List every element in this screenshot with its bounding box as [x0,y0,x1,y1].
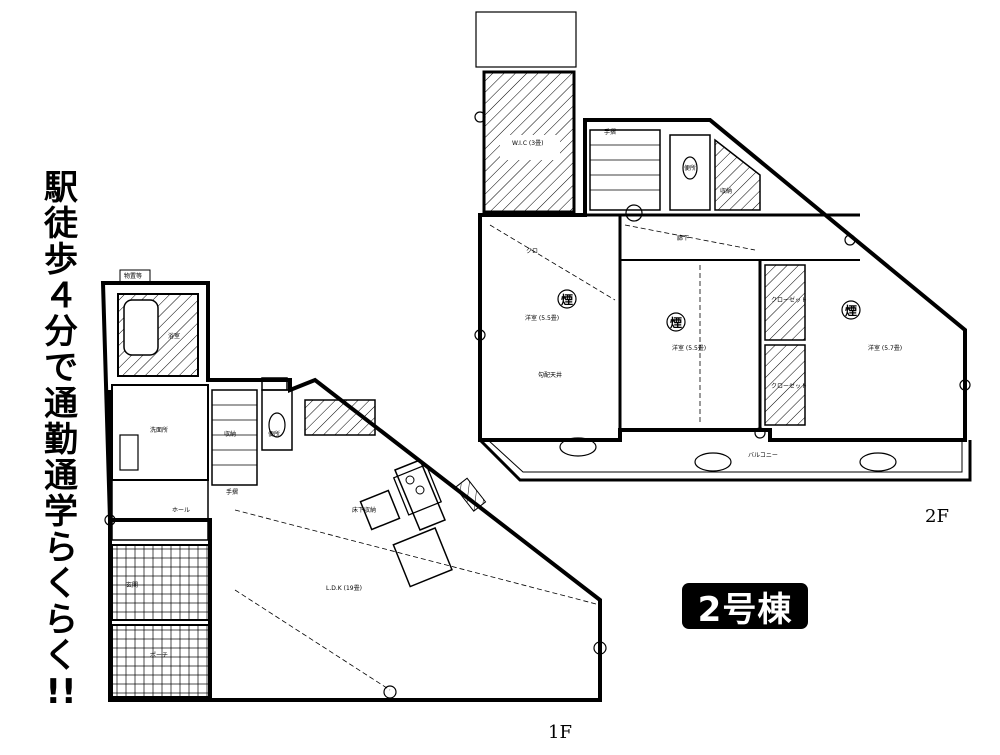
first-floor-plan [100,269,607,702]
slogan-char: 学 [44,492,78,532]
entrance-tile [111,544,211,621]
porch-tile [111,624,211,698]
floor-label-1f: 1F [548,722,572,743]
bathtub [123,299,159,356]
slogan-char: で [44,348,78,388]
slogan-char: 勤 [44,420,78,460]
slogan-char: ４ [44,276,78,316]
second-floor-plan [474,11,972,482]
slogan-tail [22,703,100,749]
slogan-char: 通 [44,384,78,424]
building-label-badge: 2号棟 [682,583,808,630]
wall-outline-2f [478,118,967,442]
slogan-char: ら [44,528,78,568]
slogan-char: 歩 [44,240,78,280]
slogan-char: く [44,636,78,676]
slogan-char: 分 [44,312,78,352]
slogan-char: ら [44,600,78,640]
slogan-char: 駅 [44,168,78,208]
slogan-char: 通 [44,456,78,496]
slogan-char: !! [45,672,77,712]
slogan-char: く [44,564,78,604]
slogan-char: 徒 [44,204,78,244]
floor-label-2f: 2F [925,506,949,527]
slogan-walk-4min: 駅 徒 歩 ４ 分 で 通 勤 通 学 ら くらく!! [22,170,100,710]
